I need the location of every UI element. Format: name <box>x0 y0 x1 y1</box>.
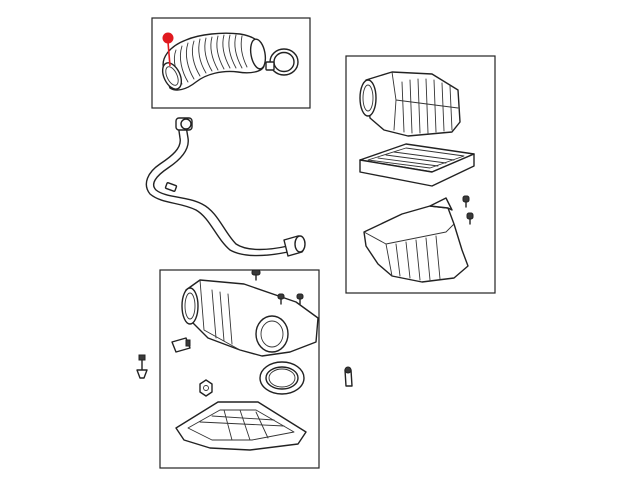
panel-intake-hose-frame <box>151 17 311 109</box>
alternate-airbox-tray[interactable] <box>175 401 307 451</box>
hose-clamp[interactable] <box>265 48 299 76</box>
vent-tube[interactable] <box>145 117 306 257</box>
hex-nut[interactable] <box>199 379 213 397</box>
grommet-fastener-2[interactable] <box>466 212 474 225</box>
sensor-plug[interactable] <box>171 337 191 353</box>
grommet-fastener-1[interactable] <box>462 195 470 208</box>
alternate-airbox-cover[interactable] <box>181 279 319 357</box>
air-filter-element[interactable] <box>359 143 475 187</box>
air-cleaner-lower-housing[interactable] <box>363 197 469 283</box>
panel-alternate-airbox-frame <box>159 269 320 469</box>
tube-fitting-lower <box>283 235 306 257</box>
push-pin-2[interactable] <box>296 293 304 305</box>
push-pin-1[interactable] <box>277 293 285 305</box>
panel-intake-hose <box>151 17 311 109</box>
panel-airbox-frame <box>345 55 496 294</box>
bolt-left[interactable] <box>136 354 148 379</box>
tube-clip <box>164 182 178 192</box>
outlet-seal-ring[interactable] <box>259 361 305 395</box>
bolt-right[interactable] <box>344 366 353 387</box>
panel-airbox-assembly <box>345 55 496 294</box>
panel-alternate-airbox <box>159 269 320 469</box>
air-cleaner-cover[interactable] <box>359 71 461 137</box>
corrugated-intake-hose[interactable] <box>159 32 268 92</box>
grommet-panel-top[interactable] <box>251 269 261 281</box>
callout-marker[interactable] <box>162 32 174 67</box>
